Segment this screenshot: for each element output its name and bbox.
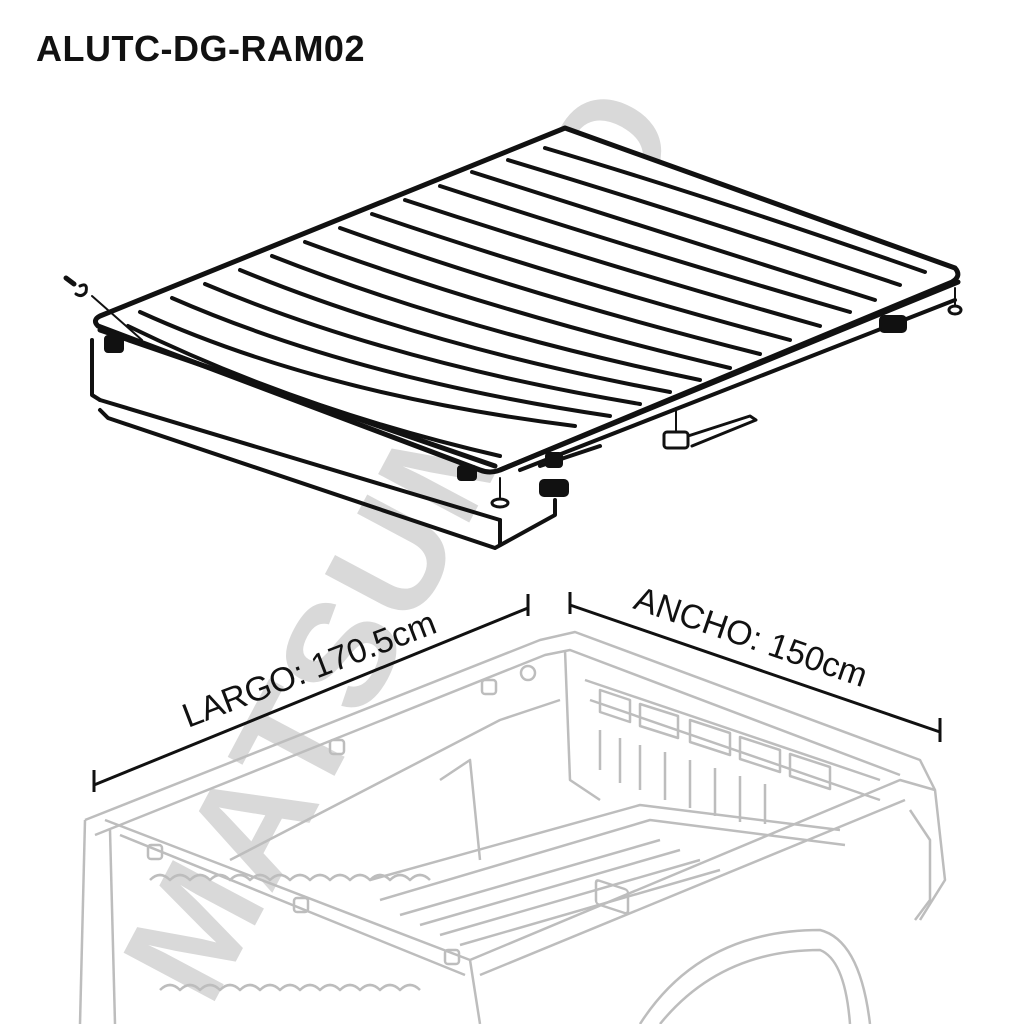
- ancho-dimension-line: [569, 603, 941, 734]
- dimension-lines: [92, 592, 942, 792]
- tonneau-cover-illustration: [63, 125, 963, 550]
- largo-dimension-line: [93, 606, 529, 787]
- truck-bed-illustration: [78, 630, 947, 1024]
- product-code-title: ALUTC-DG-RAM02: [36, 28, 365, 69]
